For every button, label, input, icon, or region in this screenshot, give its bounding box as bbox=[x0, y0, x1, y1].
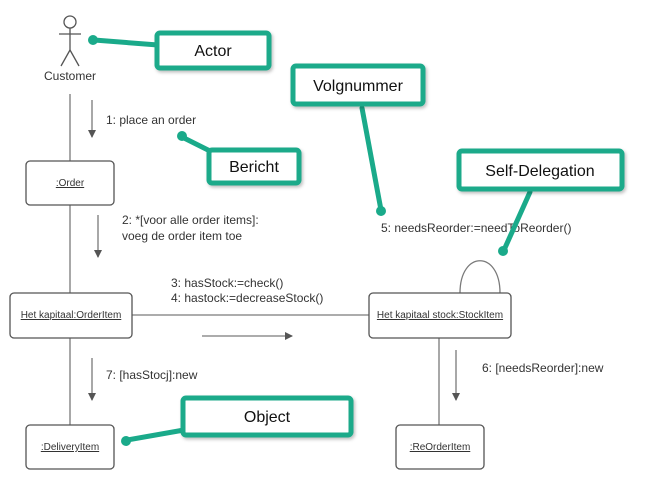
object-order: :Order bbox=[25, 160, 115, 206]
object-label: :DeliveryItem bbox=[41, 442, 99, 453]
message-4-label: 4: hastock:=decreaseStock() bbox=[171, 291, 323, 305]
object-stockitem: Het kapitaal stock:StockItem bbox=[368, 292, 512, 339]
callout-self-delegation: Self-Delegation bbox=[456, 148, 625, 256]
message-2-label-line2: voeg de order item toe bbox=[122, 229, 242, 243]
object-orderitem: Het kapitaal:OrderItem bbox=[9, 292, 133, 339]
object-label: :ReOrderItem bbox=[410, 442, 471, 453]
message-6-label: 6: [needsReorder]:new bbox=[482, 361, 604, 375]
message-5-label: 5: needsReorder:=needToReorder() bbox=[381, 221, 571, 235]
object-label: Het kapitaal stock:StockItem bbox=[377, 310, 503, 321]
message-3-label: 3: hasStock:=check() bbox=[171, 276, 283, 290]
message-2-label-line1: 2: *[voor alle order items]: bbox=[122, 213, 259, 227]
callout-bericht: Bericht bbox=[177, 131, 302, 186]
object-label: :Order bbox=[56, 178, 85, 189]
callout-actor: Actor bbox=[88, 30, 272, 71]
message-7-label: 7: [hasStocj]:new bbox=[106, 368, 198, 382]
stick-figure-icon bbox=[59, 15, 81, 67]
callout-object: Object bbox=[121, 395, 354, 446]
self-delegation-loop bbox=[459, 260, 501, 294]
callout-label: Self-Delegation bbox=[485, 163, 594, 180]
callout-label: Bericht bbox=[229, 159, 279, 176]
object-deliveryitem: :DeliveryItem bbox=[25, 424, 115, 470]
actor-label: Customer bbox=[44, 69, 96, 83]
message-1-label: 1: place an order bbox=[106, 113, 196, 127]
callout-volgnummer: Volgnummer bbox=[290, 63, 426, 216]
callout-label: Object bbox=[244, 409, 291, 426]
callout-label: Volgnummer bbox=[313, 78, 403, 95]
actor-customer: Customer bbox=[44, 15, 96, 83]
object-reorderitem: :ReOrderItem bbox=[395, 424, 485, 470]
object-label: Het kapitaal:OrderItem bbox=[21, 310, 122, 321]
callout-label: Actor bbox=[194, 43, 232, 60]
